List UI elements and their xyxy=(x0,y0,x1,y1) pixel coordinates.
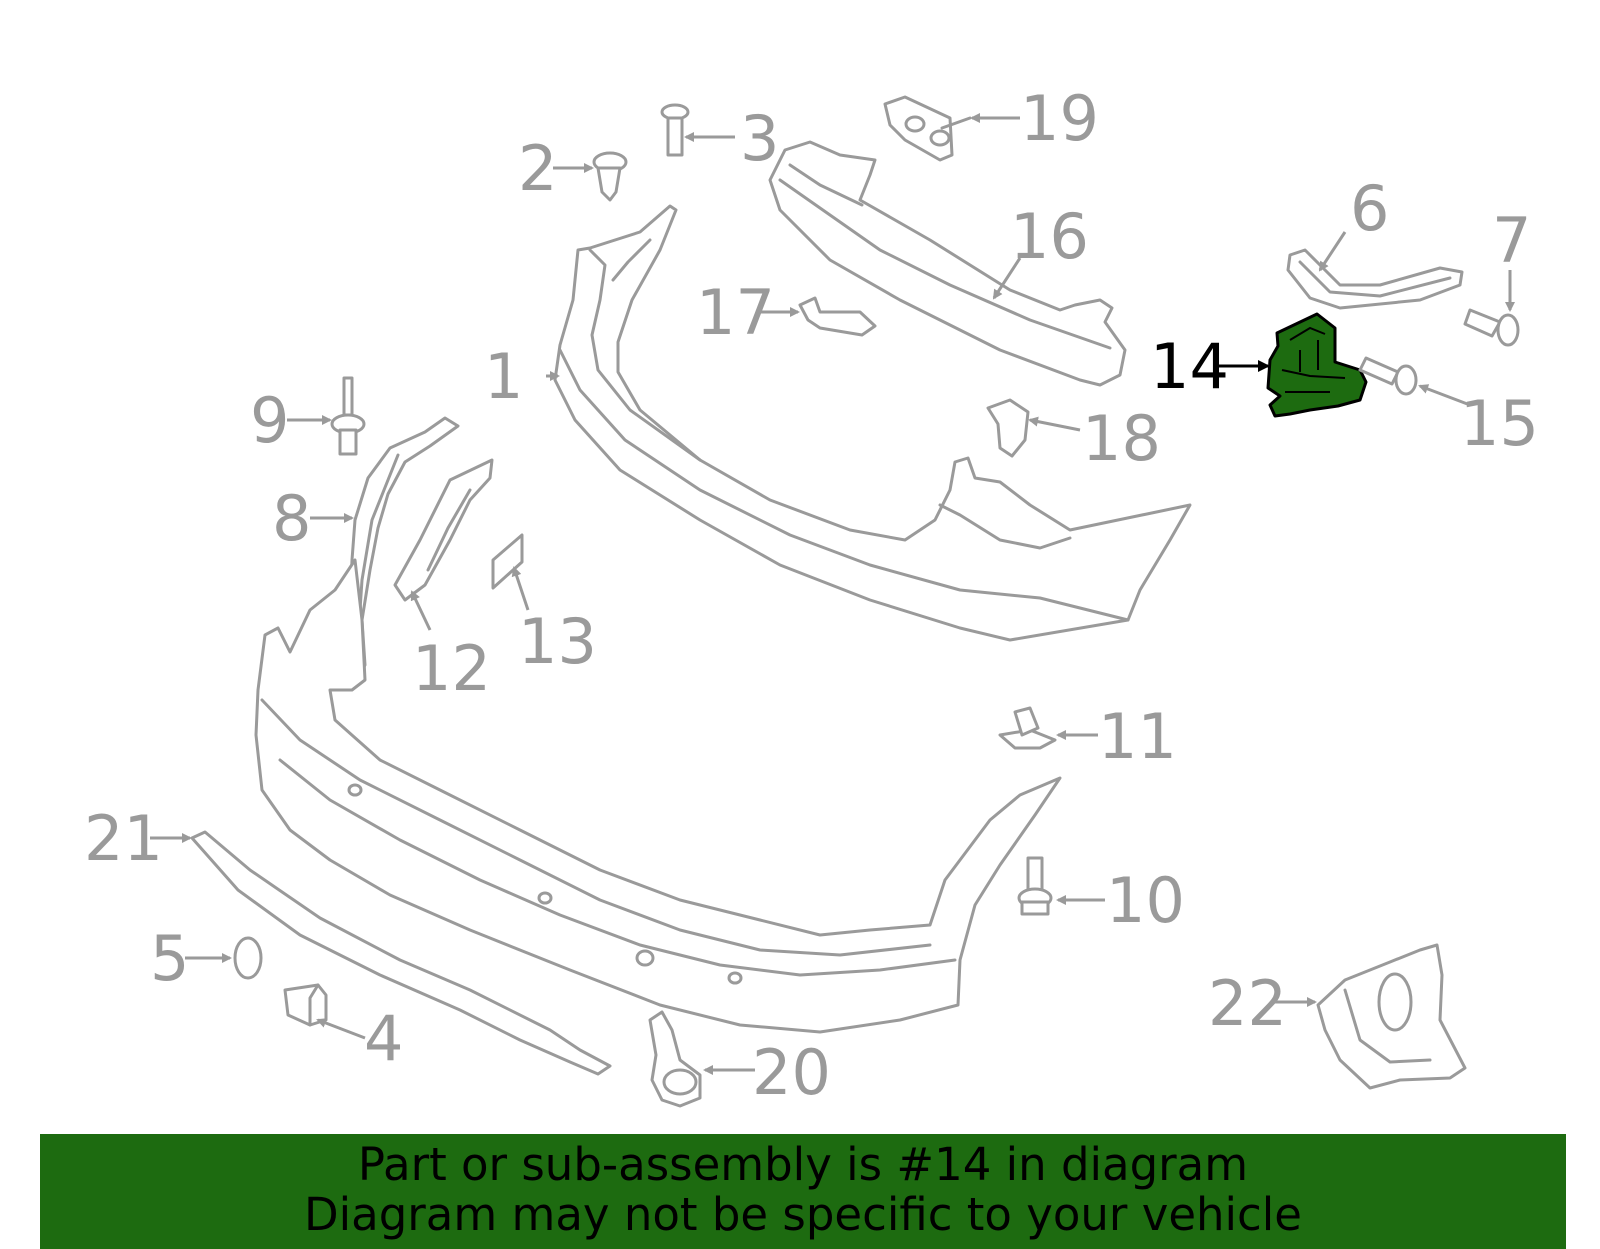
part-1-bumper-cover-upper xyxy=(553,204,1192,642)
callout-11: 11 xyxy=(1098,700,1177,773)
part-19-mount-bracket xyxy=(883,95,972,162)
callout-8: 8 xyxy=(272,482,311,555)
part-info-banner: Part or sub-assembly is #14 in diagram D… xyxy=(40,1134,1566,1249)
part-15-bolt xyxy=(1358,356,1418,396)
part-4-nut-clip xyxy=(283,983,328,1027)
part-9-push-rivet xyxy=(330,376,366,456)
callout-22: 22 xyxy=(1208,967,1287,1040)
part-12-inner-bracket xyxy=(393,458,494,602)
callout-2: 2 xyxy=(518,132,557,205)
callout-3: 3 xyxy=(740,102,779,175)
leader-lines xyxy=(150,113,1515,1075)
callout-18: 18 xyxy=(1082,402,1161,475)
part-14-highlighted-bracket xyxy=(1266,312,1368,418)
part-6-side-bracket xyxy=(1286,248,1464,310)
part-13-pad xyxy=(491,533,524,590)
callout-5: 5 xyxy=(150,922,189,995)
part-17-bracket xyxy=(798,296,877,337)
callout-4: 4 xyxy=(364,1002,403,1075)
callout-20: 20 xyxy=(752,1036,831,1109)
part-7-bolt xyxy=(1463,308,1520,347)
part-18-bracket xyxy=(986,398,1030,458)
part-11-clip-nut xyxy=(998,706,1057,750)
part-10-bolt xyxy=(1017,856,1053,916)
callout-1: 1 xyxy=(484,340,523,413)
part-22-lower-bracket xyxy=(1316,943,1467,1090)
callout-7: 7 xyxy=(1492,204,1531,277)
banner-line-1: Part or sub-assembly is #14 in diagram xyxy=(357,1138,1249,1191)
part-20-sensor xyxy=(648,1010,702,1108)
callout-15: 15 xyxy=(1460,387,1539,460)
callout-10: 10 xyxy=(1106,864,1185,937)
callout-14: 14 xyxy=(1150,330,1229,403)
callout-12: 12 xyxy=(412,632,491,705)
callout-17: 17 xyxy=(696,276,775,349)
callout-16: 16 xyxy=(1010,200,1089,273)
callout-6: 6 xyxy=(1350,172,1389,245)
callout-9: 9 xyxy=(250,384,289,457)
part-16-reinforcement-beam xyxy=(768,140,1127,387)
callout-19: 19 xyxy=(1020,82,1099,155)
part-21-lower-molding xyxy=(190,830,612,1076)
callout-13: 13 xyxy=(518,605,597,678)
part-5-grommet xyxy=(233,936,263,980)
banner-line-2: Diagram may not be specific to your vehi… xyxy=(304,1188,1302,1241)
callout-21: 21 xyxy=(84,802,163,875)
part-3-push-pin xyxy=(660,103,690,157)
part-2-clip xyxy=(592,151,628,202)
lower-bumper-fascia xyxy=(254,558,1062,1034)
